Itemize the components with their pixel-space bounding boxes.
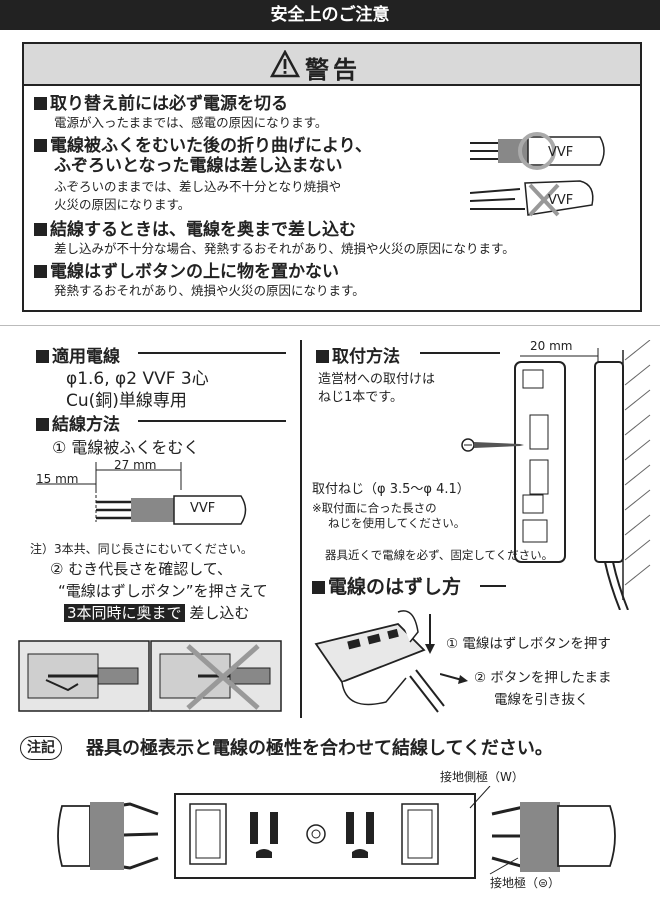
warning-item-2-heading-line1: 電線被ふくをむいた後の折り曲げにより、 <box>34 136 372 156</box>
correct-insertion-icon <box>27 653 139 699</box>
heading-rule <box>138 352 286 354</box>
mounting-dimension: 20 mm <box>530 339 573 353</box>
pull-arrow-icon <box>440 673 468 684</box>
warning-header <box>24 44 640 86</box>
column-divider <box>300 340 302 718</box>
warning-item-1-body: 電源が入ったままでは、感電の原因になります。 <box>54 115 328 130</box>
insertion-comparison-illustration <box>18 640 282 712</box>
wire-strip-diagram <box>36 462 247 525</box>
mounting-text-line1: 造営材への取付けは <box>318 372 436 387</box>
warning-title: 警告 <box>305 56 361 84</box>
mounting-text-line2: ねじ1本です。 <box>318 390 403 405</box>
screw-label: 取付ねじ（φ 3.5〜φ 4.1） <box>312 482 470 497</box>
screw-icon <box>461 438 524 452</box>
warning-item-2-body-line2: 火災の原因になります。 <box>54 197 191 212</box>
fix-note: 器具近くで電線を必ず、固定してください。 <box>325 548 554 562</box>
cable-vvf-label: VVF <box>190 501 216 516</box>
page-title: 安全上のご注意 <box>0 0 660 30</box>
applicable-wire-line2: Cu(銅)単線専用 <box>66 391 187 411</box>
removal-step1: ① 電線はずしボタンを押す <box>446 636 611 652</box>
dimension-27mm: 27 mm <box>114 458 157 472</box>
warning-triangle-icon <box>270 50 300 78</box>
wiring-step1: ① 電線被ふくをむく <box>52 438 200 457</box>
wiring-step2-line3: 3本同時に奥まで 差し込む <box>64 602 249 623</box>
mounting-heading: 取付方法 <box>316 342 400 367</box>
wiring-step2-line2: “電線はずしボタン”を押さえて <box>58 582 268 600</box>
screw-note-line1: ※取付面に合った長さの <box>312 501 437 515</box>
note-tag: 注記 <box>20 736 62 760</box>
wiring-step2-tail: 差し込む <box>189 604 250 622</box>
heading-rule <box>138 420 286 422</box>
wiring-note: 注）3本共、同じ長さにむいてください。 <box>30 542 253 556</box>
warning-item-3-body: 差し込みが不十分な場合、発熱するおそれがあり、焼損や火災の原因になります。 <box>54 241 515 256</box>
label-w-pole: 接地側極（W） <box>440 770 524 784</box>
warning-item-1-heading: 取り替え前には必ず電源を切る <box>34 94 288 114</box>
warning-item-4-body: 発熱するおそれがあり、焼損や火災の原因になります。 <box>54 283 365 298</box>
removal-step2-line1: ② ボタンを押したまま <box>474 670 612 686</box>
applicable-wire-heading: 適用電線 <box>36 342 120 367</box>
vvf-label-incorrect: VVF <box>548 193 574 208</box>
wiring-step2-line1: ② むき代長さを確認して、 <box>50 560 233 578</box>
outlet-polarity-diagram <box>57 786 616 879</box>
cable-comparison-illustration <box>470 132 605 217</box>
vvf-label-correct: VVF <box>548 145 574 160</box>
warning-item-2-heading-line2: ふぞろいとなった電線は差し込まない <box>54 156 343 176</box>
heading-rule <box>420 352 500 354</box>
warning-item-3-heading: 結線するときは、電線を奥まで差し込む <box>34 220 356 240</box>
wiring-method-heading: 結線方法 <box>36 410 120 435</box>
polarity-note: 器具の極表示と電線の極性を合わせて結線してください。 <box>86 738 553 759</box>
screw-note-line2: ねじを使用してください。 <box>328 516 466 530</box>
section-divider <box>0 325 660 326</box>
warning-item-2-body-line1: ふぞろいのままでは、差し込み不十分となり焼損や <box>54 179 342 194</box>
removal-heading: 電線のはずし方 <box>312 572 461 599</box>
dimension-15mm: 15 mm <box>36 472 79 486</box>
warning-item-4-heading: 電線はずしボタンの上に物を置かない <box>34 262 339 282</box>
wire-removal-illustration <box>314 610 445 713</box>
label-ground-pole: 接地極（⊜） <box>490 876 561 890</box>
removal-step2-line2: 電線を引き抜く <box>494 692 589 708</box>
incorrect-cable-icon <box>470 180 594 217</box>
correct-cable-icon <box>470 132 605 170</box>
applicable-wire-line1: φ1.6, φ2 VVF 3心 <box>66 369 209 389</box>
heading-rule <box>480 585 506 587</box>
mounting-diagram <box>514 340 651 610</box>
warning-box <box>22 42 642 312</box>
wiring-step2-emphasis: 3本同時に奥まで <box>64 604 185 622</box>
incorrect-insertion-icon <box>159 644 271 710</box>
